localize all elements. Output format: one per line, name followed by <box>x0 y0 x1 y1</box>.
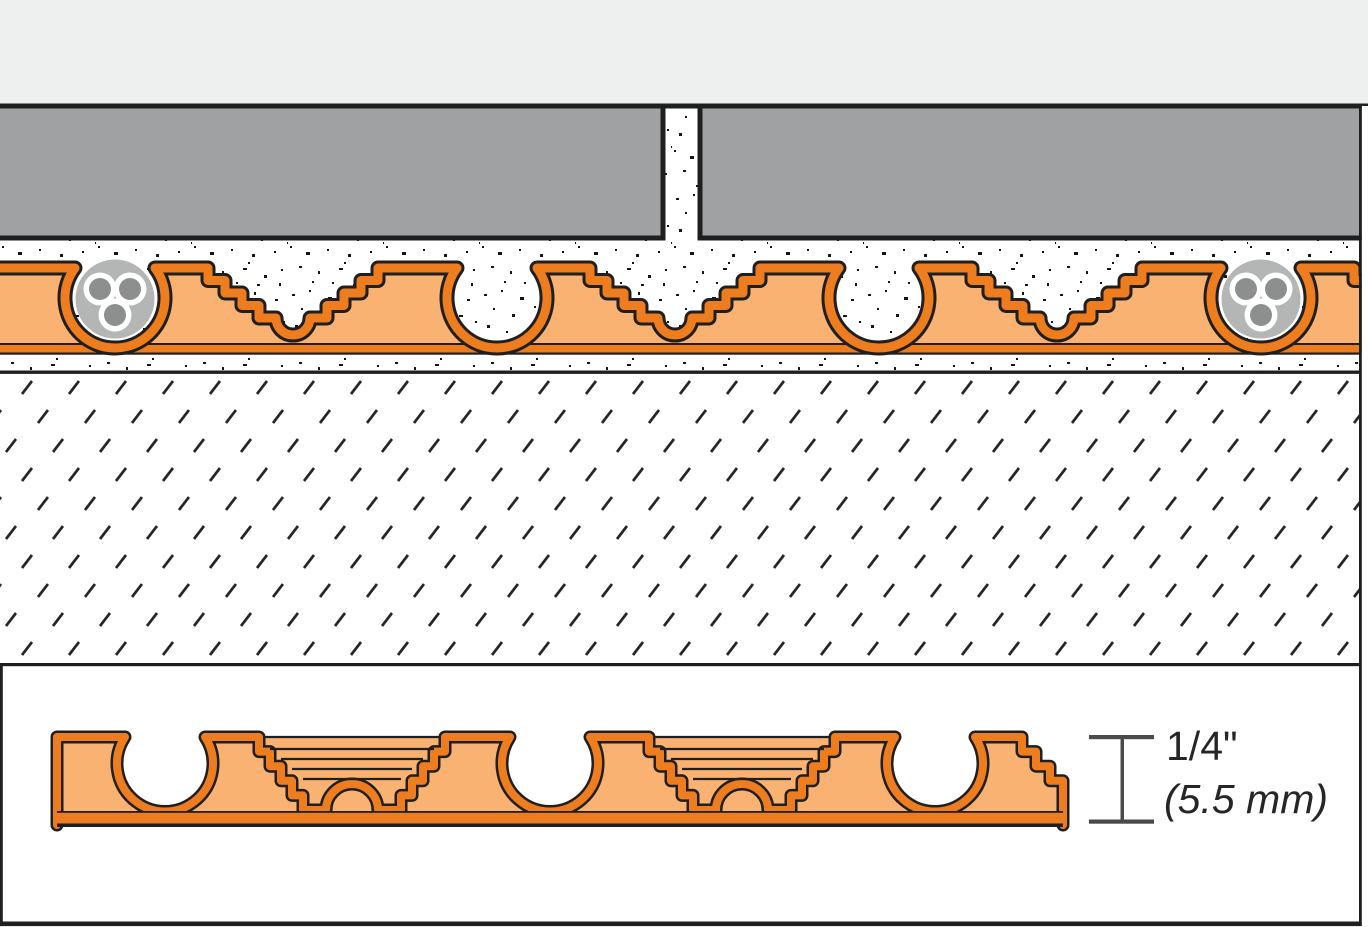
dimension-metric-label: (5.5 mm) <box>1164 776 1328 822</box>
dimension-indicator: 1/4" (5.5 mm) <box>1089 723 1328 824</box>
tile-left <box>0 103 666 241</box>
drawing-right-border <box>1359 106 1362 926</box>
heating-cable-right <box>1221 259 1301 339</box>
substrate-layer <box>0 373 1361 663</box>
drawing-right-margin <box>1361 106 1368 927</box>
detail-panel: 1/4" (5.5 mm) <box>0 663 1361 927</box>
ditra-heat-membrane <box>0 260 1368 356</box>
dimension-top-cap <box>1089 735 1154 740</box>
wall-background <box>0 0 1368 106</box>
panel-bottom-border <box>0 921 1361 927</box>
membrane-detail-band <box>53 733 1067 829</box>
heating-cable-left <box>75 259 155 339</box>
dimension-imperial-label: 1/4" <box>1166 723 1238 769</box>
panel-left-border <box>0 663 3 925</box>
membrane-fleece-ribs <box>270 747 824 781</box>
membrane-detail-base-strip <box>57 811 1063 827</box>
dimension-line <box>1120 737 1124 822</box>
membrane-base-strip <box>0 343 1361 355</box>
dimension-bottom-cap <box>1089 819 1154 824</box>
membrane-detail <box>50 730 1070 832</box>
panel-top-border <box>0 663 1361 667</box>
grout-joint <box>663 106 700 240</box>
substrate-surface-line <box>0 370 1361 374</box>
tile-right <box>697 103 1368 241</box>
tile-surface-line <box>660 103 703 109</box>
membrane-fill <box>0 268 1368 354</box>
membrane-band <box>0 263 1368 353</box>
